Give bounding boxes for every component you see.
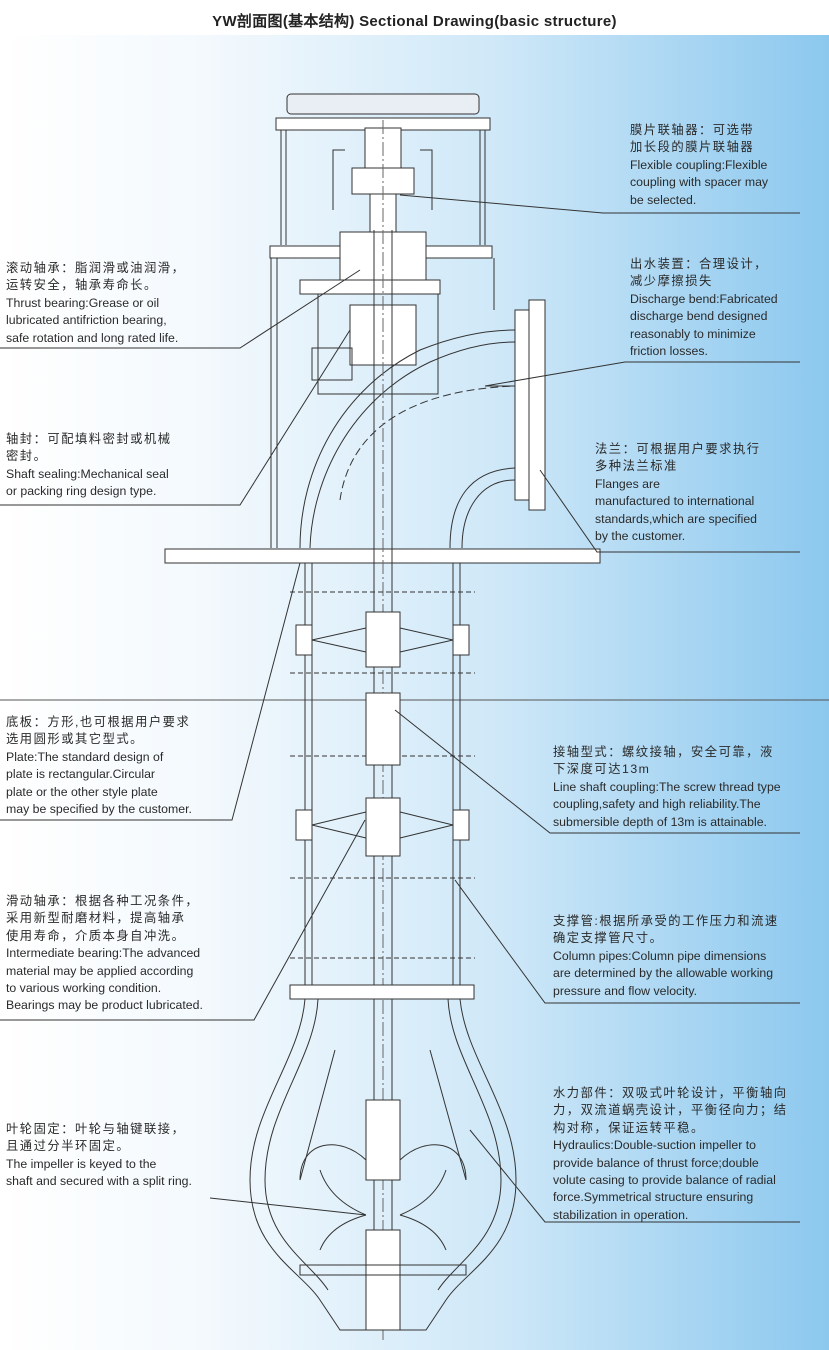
- note-text: by the customer.: [595, 529, 686, 544]
- note-text: volute casing to provide balance of radi…: [553, 1173, 776, 1188]
- note-text: 滚动轴承：脂润滑或油润滑，: [6, 261, 186, 275]
- note-text: submersible depth of 13m is attainable.: [553, 814, 767, 829]
- note-text: manufactured to international: [595, 494, 755, 509]
- note-text: to various working condition.: [6, 981, 162, 996]
- note-text: 滑动轴承：根据各种工况条件，: [6, 894, 200, 908]
- note-text: 出水装置：合理设计，: [630, 257, 768, 271]
- note-text: 构对称，保证运转平稳。: [553, 1120, 705, 1135]
- note-text: 确定支撑管尺寸。: [553, 931, 664, 946]
- note-text: Bearings may be product lubricated.: [6, 998, 203, 1013]
- note-flanges: 法兰：可根据用户要求执行 多种法兰标准 Flanges are manufact…: [595, 441, 761, 545]
- note-plate: 底板：方形,也可根据用户要求 选用圆形或其它型式。 Plate:The stan…: [6, 714, 192, 818]
- note-text: 轴封：可配填料密封或机械: [6, 432, 172, 446]
- note-text: 加长段的膜片联轴器: [630, 140, 755, 155]
- motor-stand: [269, 93, 493, 259]
- note-text: safe rotation and long rated life.: [6, 330, 179, 345]
- note-text: Shaft sealing:Mechanical seal: [6, 466, 169, 481]
- note-text: are determined by the allowable working: [553, 966, 774, 981]
- note-column-pipes: 支撑管:根据所承受的工作压力和流速 确定支撑管尺寸。 Column pipes:…: [553, 913, 779, 1000]
- note-text: force.Symmetrical structure ensuring: [553, 1190, 754, 1205]
- note-text: Plate:The standard design of: [6, 749, 164, 764]
- note-text: Discharge bend:Fabricated: [630, 291, 778, 306]
- note-line-shaft-coupling: 接轴型式：螺纹接轴，安全可靠，液 下深度可达13m Line shaft cou…: [553, 744, 781, 831]
- note-text: 力，双流道蜗壳设计，平衡径向力；结: [553, 1103, 788, 1118]
- note-text: plate or the other style plate: [6, 784, 158, 799]
- note-text: Flanges are: [595, 476, 660, 491]
- note-text: coupling with spacer may: [630, 175, 769, 190]
- leader-lines: [0, 194, 800, 1223]
- note-text: 使用寿命，介质本身自冲洗。: [6, 928, 186, 943]
- note-text: Intermediate bearing:The advanced: [6, 946, 201, 961]
- note-text: 叶轮固定：叶轮与轴键联接，: [6, 1122, 186, 1136]
- note-impeller: 叶轮固定：叶轮与轴键联接， 且通过分半环固定。 The impeller is …: [6, 1121, 192, 1191]
- note-thrust-bearing: 滚动轴承：脂润滑或油润滑， 运转安全，轴承寿命长。 Thrust bearing…: [6, 260, 185, 347]
- note-text: 下深度可达13m: [553, 762, 651, 777]
- note-discharge-bend: 出水装置：合理设计， 减少摩擦损失 Discharge bend:Fabrica…: [630, 256, 778, 360]
- note-text: 减少摩擦损失: [630, 274, 713, 289]
- note-text: Hydraulics:Double-suction impeller to: [553, 1138, 756, 1153]
- note-text: standards,which are specified: [595, 511, 757, 526]
- note-text: 法兰：可根据用户要求执行: [595, 442, 761, 456]
- note-text: 采用新型耐磨材料，提高轴承: [6, 911, 186, 926]
- note-text: The impeller is keyed to the: [6, 1156, 157, 1171]
- note-text: 底板：方形,也可根据用户要求: [6, 715, 191, 729]
- note-text: friction losses.: [630, 344, 708, 359]
- note-text: plate is rectangular.Circular: [6, 767, 155, 782]
- note-text: Line shaft coupling:The screw thread typ…: [553, 779, 781, 794]
- note-text: 支撑管:根据所承受的工作压力和流速: [553, 914, 779, 928]
- note-text: shaft and secured with a split ring.: [6, 1174, 192, 1189]
- note-text: pressure and flow velocity.: [553, 983, 697, 998]
- note-text: coupling,safety and high reliability.The: [553, 797, 761, 812]
- note-text: be selected.: [630, 192, 697, 207]
- note-text: stabilization in operation.: [553, 1207, 689, 1222]
- note-text: reasonably to minimize: [630, 326, 756, 341]
- note-intermediate-bearing: 滑动轴承：根据各种工况条件， 采用新型耐磨材料，提高轴承 使用寿命，介质本身自冲…: [6, 893, 203, 1015]
- discharge-head: [270, 258, 546, 549]
- note-text: or packing ring design type.: [6, 484, 157, 499]
- note-text: lubricated antifriction bearing,: [6, 313, 167, 328]
- note-hydraulics: 水力部件：双吸式叶轮设计，平衡轴向 力，双流道蜗壳设计，平衡径向力；结 构对称，…: [553, 1085, 788, 1224]
- note-text: 密封。: [6, 449, 48, 464]
- note-text: material may be applied according: [6, 963, 194, 978]
- note-text: Thrust bearing:Grease or oil: [6, 295, 160, 310]
- note-text: 运转安全，轴承寿命长。: [6, 278, 158, 293]
- note-text: 且通过分半环固定。: [6, 1139, 131, 1154]
- pump-bowl: [249, 984, 517, 1331]
- note-text: discharge bend designed: [630, 309, 768, 324]
- note-shaft-sealing: 轴封：可配填料密封或机械 密封。 Shaft sealing:Mechanica…: [6, 431, 172, 501]
- note-text: 膜片联轴器：可选带: [630, 123, 755, 137]
- note-text: provide balance of thrust force;double: [553, 1155, 759, 1170]
- note-text: Flexible coupling:Flexible: [630, 157, 768, 172]
- note-text: Column pipes:Column pipe dimensions: [553, 948, 767, 963]
- note-flexible-coupling: 膜片联轴器：可选带 加长段的膜片联轴器 Flexible coupling:Fl…: [630, 122, 768, 209]
- page-title: YW剖面图(基本结构) Sectional Drawing(basic stru…: [212, 13, 617, 30]
- note-text: 水力部件：双吸式叶轮设计，平衡轴向: [553, 1086, 788, 1100]
- intermediate-bearings: [295, 611, 470, 857]
- note-text: 选用圆形或其它型式。: [6, 732, 144, 747]
- note-text: 多种法兰标准: [595, 459, 678, 474]
- note-text: 接轴型式：螺纹接轴，安全可靠，液: [553, 745, 774, 759]
- note-text: may be specified by the customer.: [6, 802, 192, 817]
